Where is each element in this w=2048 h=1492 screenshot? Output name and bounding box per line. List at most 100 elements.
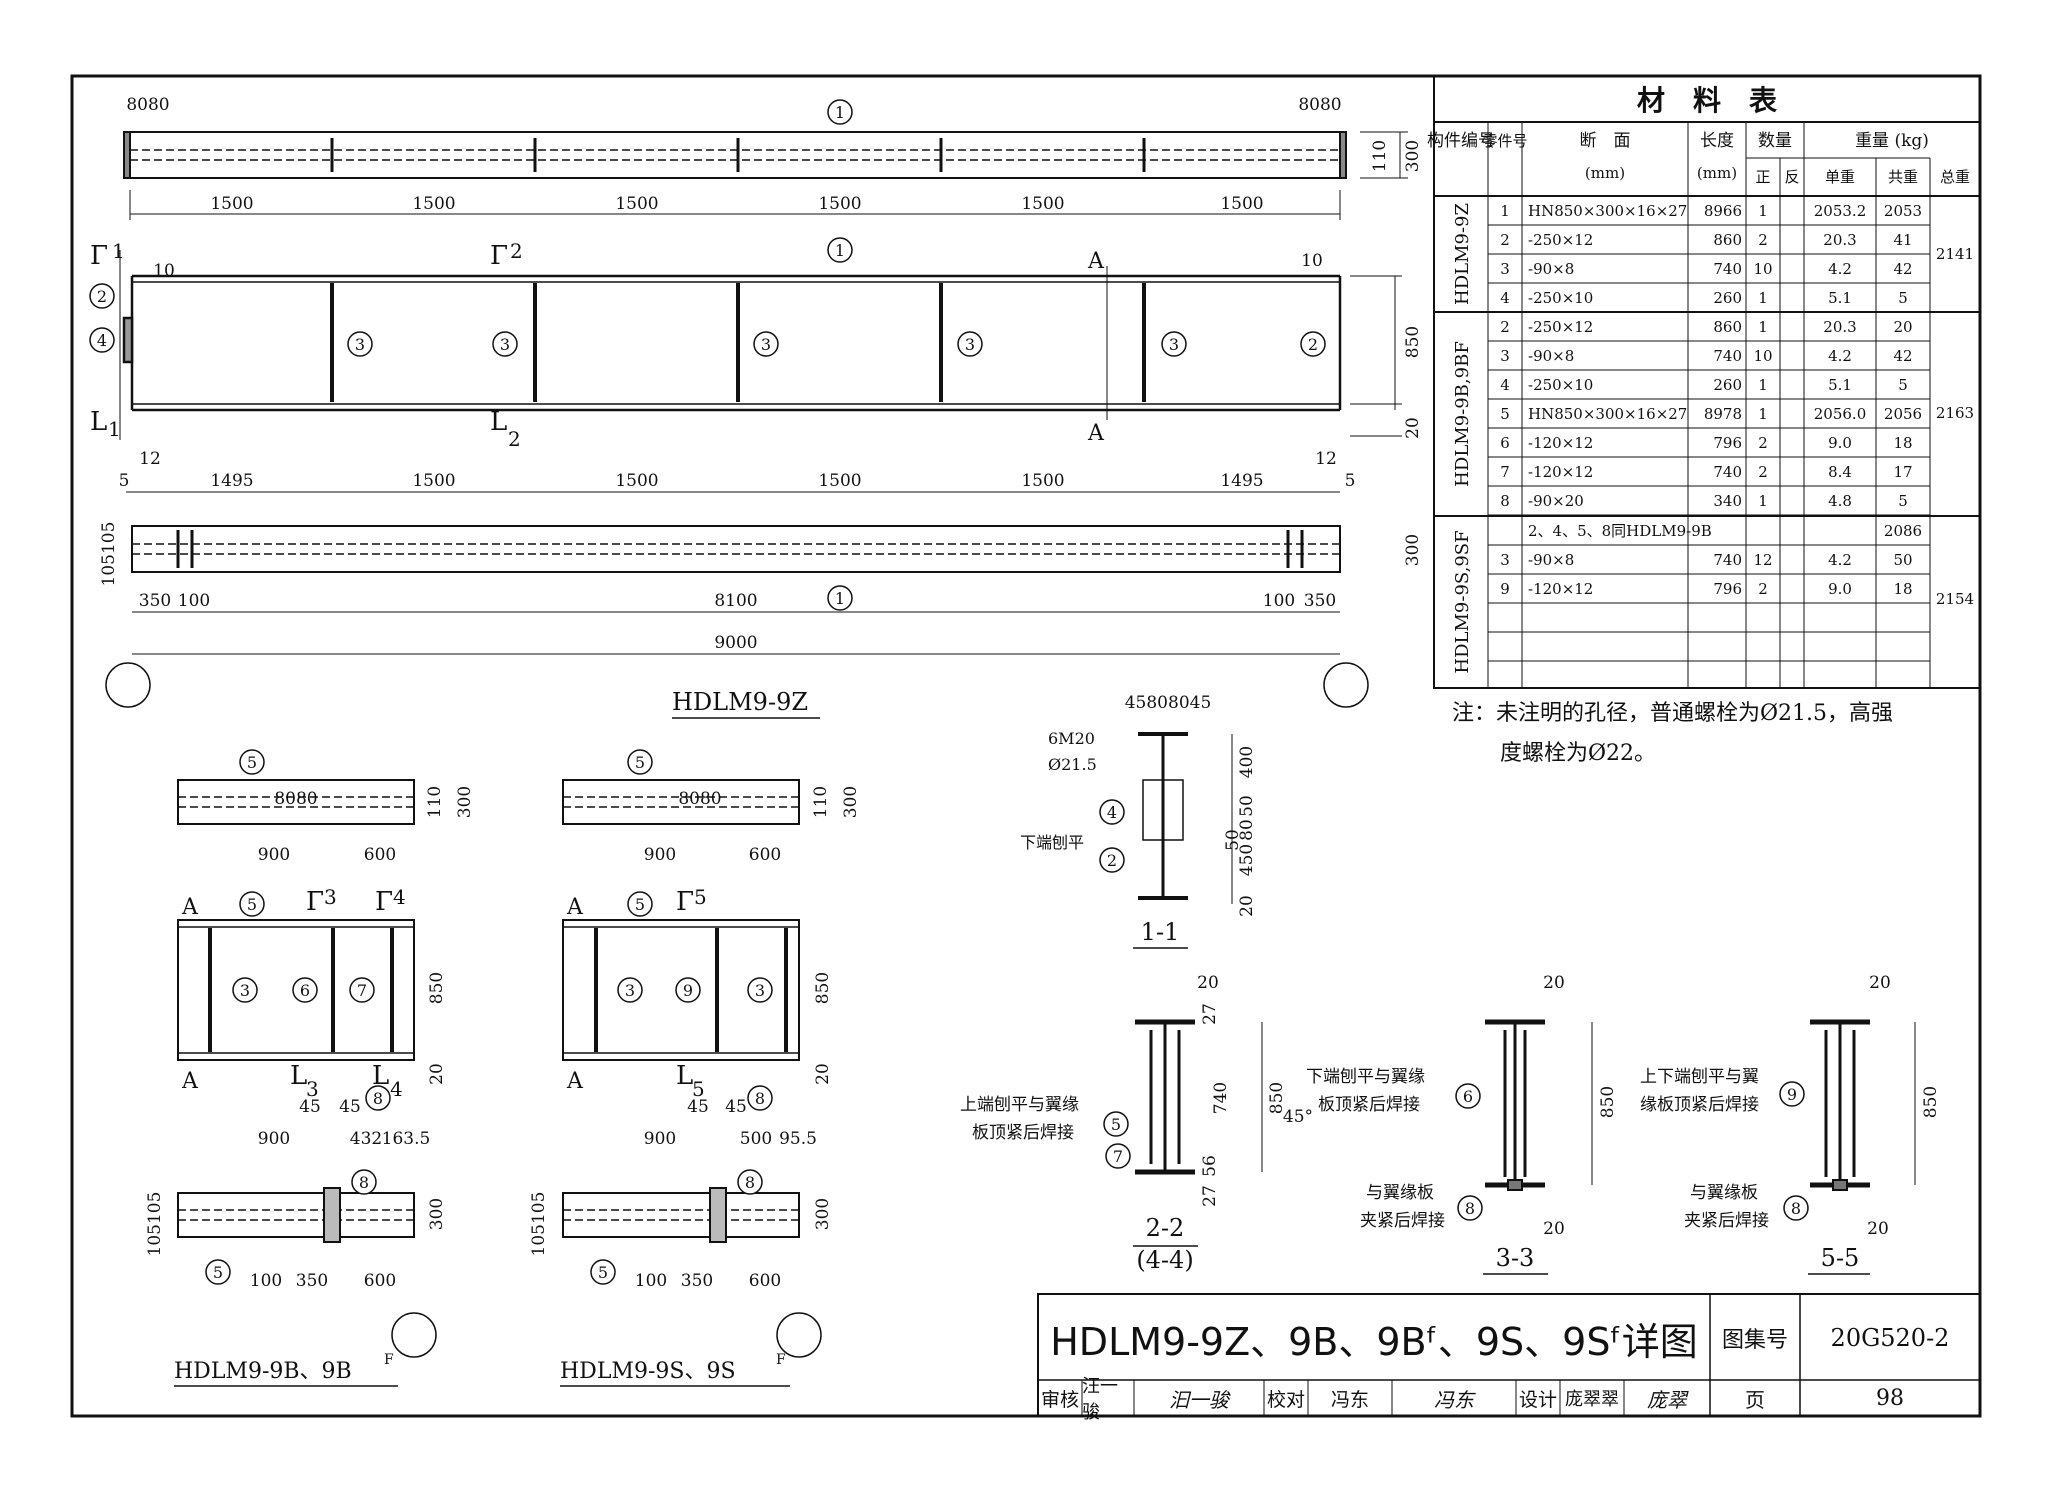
section-4-4-title: (4-4): [1136, 1246, 1193, 1274]
part-marker-circle: [232, 977, 258, 1003]
table-cell-unit-weight: 4.8: [1828, 492, 1852, 510]
dim-300-bot: 300: [1403, 534, 1423, 566]
weld-note-33a: 下端刨平与翼缘: [1306, 1067, 1425, 1087]
table-cell-unit-weight: 2056.0: [1814, 405, 1867, 423]
part-marker-label: 7: [1113, 1147, 1123, 1166]
dim-sec22-56: 56: [1200, 1155, 1220, 1177]
dim-sec33-20a: 20: [1543, 973, 1565, 993]
table-cell-front: 2: [1758, 434, 1768, 452]
table-cell-unit-weight: 20.3: [1823, 318, 1856, 336]
dim-b-mid-1: 900: [258, 1129, 290, 1149]
dim-s-mid-1: 900: [644, 1129, 676, 1149]
dim-b-bot-2: 350: [296, 1271, 328, 1291]
table-cell-section: -250×12: [1528, 231, 1593, 249]
part-marker-label: 5: [247, 753, 257, 772]
dim-mid-5: 1500: [1021, 471, 1064, 491]
section-2-2-title: 2-2: [1146, 1214, 1185, 1242]
part-marker-label: 1: [835, 103, 845, 122]
part-marker-label: 5: [635, 895, 645, 914]
th-weight: 重量 (kg): [1855, 131, 1929, 151]
dim-sec55-20a: 20: [1869, 973, 1891, 993]
table-cell-unit-weight: 5.1: [1828, 376, 1852, 394]
svg-text:Γ: Γ: [306, 887, 324, 917]
review-signature: 汩一骏: [1169, 1387, 1229, 1412]
table-cell-section: -250×10: [1528, 289, 1593, 307]
table-cell-front: 1: [1758, 318, 1768, 336]
clamp-note-33a: 与翼缘板: [1366, 1183, 1434, 1203]
dim-bot-1: 350: [139, 591, 171, 611]
dim-mid-4: 1500: [818, 471, 861, 491]
table-cell-front: 1: [1758, 376, 1768, 394]
svg-text:A: A: [1087, 249, 1105, 274]
dim-20-main: 20: [1403, 417, 1423, 439]
table-note-row: 2、4、5、8同HDLM9-9B: [1528, 522, 1712, 540]
svg-text:A: A: [181, 1069, 199, 1094]
design-signature: 庞翠: [1647, 1387, 1687, 1412]
dim-10-left: 10: [153, 261, 175, 281]
part-marker-label: 8: [755, 1089, 765, 1108]
part-marker-circle: [205, 1259, 231, 1285]
table-cell-unit-weight: 8.4: [1828, 463, 1852, 481]
th-length: 长度: [1700, 131, 1734, 151]
svg-text:L: L: [490, 407, 507, 437]
dim-850-main: 850: [1403, 326, 1423, 358]
th-length-unit: (mm): [1697, 164, 1737, 182]
table-cell-part: 5: [1500, 405, 1510, 423]
section-3-3-title: 3-3: [1496, 1244, 1535, 1272]
table-cell-length: 740: [1713, 551, 1742, 569]
part-marker-circle: [239, 891, 265, 917]
table-cell-front: 1: [1758, 202, 1768, 220]
part-marker-circle: [1161, 331, 1187, 357]
table-cell-front: 1: [1758, 405, 1768, 423]
part-marker-circle: [292, 977, 318, 1003]
table-cell-part: 9: [1500, 580, 1510, 598]
table-cell-unit-weight: 9.0: [1828, 580, 1852, 598]
part-marker-circle: [827, 585, 853, 611]
table-cell-total-weight: 20: [1893, 318, 1912, 336]
total-9z: 2141: [1936, 245, 1974, 263]
part-marker-circle: [627, 891, 653, 917]
section-1-1-title: 1-1: [1141, 918, 1180, 946]
part-marker-label: 5: [635, 753, 645, 772]
part-marker-label: 3: [1169, 335, 1179, 354]
svg-text:Γ: Γ: [375, 887, 393, 917]
section-5-5: [1810, 1019, 1916, 1191]
table-cell-front: 10: [1753, 347, 1772, 365]
table-cell-front: 10: [1753, 260, 1772, 278]
dim-b-top-1: 900: [258, 845, 290, 865]
th-w-sum: 总重: [1940, 168, 1970, 186]
dim-top-6: 1500: [1220, 194, 1263, 214]
dim-105-main: 105105: [99, 522, 119, 587]
dim-5-right: 5: [1345, 471, 1356, 491]
note-line-2: 度螺栓为Ø22。: [1500, 741, 1656, 766]
dim-5-left: 5: [119, 471, 130, 491]
svg-text:L: L: [372, 1061, 389, 1091]
clamp-note-55b: 夹紧后焊接: [1684, 1211, 1769, 1231]
check-signature: 冯东: [1434, 1387, 1474, 1412]
svg-text:Γ: Γ: [90, 241, 108, 271]
part-marker-label: 2: [1107, 851, 1117, 870]
dim-10-right: 10: [1301, 251, 1323, 271]
b-view-title-sup: F: [384, 1352, 394, 1368]
member-9z: HDLM9-9Z: [1452, 203, 1473, 305]
bolt-note-2: Ø21.5: [1048, 755, 1097, 774]
part-marker-label: 6: [300, 981, 310, 1000]
th-part-no: 零件号: [1482, 132, 1527, 150]
atlas-label: 图集号: [1721, 1328, 1788, 1353]
table-cell-total-weight: 5: [1898, 376, 1908, 394]
dim-12-left: 12: [139, 449, 161, 469]
dim-s-top-2: 600: [749, 845, 781, 865]
part-marker-label: 5: [247, 895, 257, 914]
table-cell-part: 8: [1500, 492, 1510, 510]
th-quantity: 数量: [1758, 131, 1792, 151]
table-cell-length: 8978: [1704, 405, 1742, 423]
dim-s-mid-2: 500: [740, 1129, 772, 1149]
table-cell-total-weight: 17: [1893, 463, 1912, 481]
dim-sec11-top: 45808045: [1125, 693, 1212, 713]
table-cell-section: -120×12: [1528, 434, 1593, 452]
table-cell-length: 8966: [1704, 202, 1742, 220]
dim-45-s1: 45: [687, 1097, 709, 1117]
part-marker-circle: [747, 977, 773, 1003]
